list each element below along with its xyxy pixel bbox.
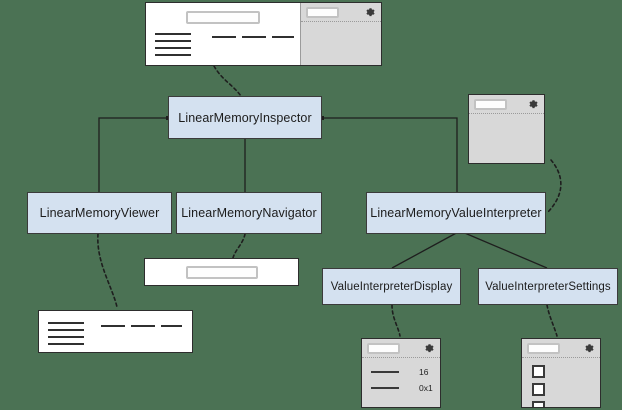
node-label: ValueInterpreterSettings	[485, 280, 611, 293]
settings-toolbar	[522, 339, 600, 358]
node-label: LinearMemoryInspector	[178, 110, 312, 125]
node-label: ValueInterpreterDisplay	[330, 280, 453, 293]
screenshot-value-interpreter-display[interactable]: 16 0x1	[361, 338, 441, 408]
interpreter-input[interactable]	[306, 6, 339, 18]
leader-settings-screenshot	[546, 304, 558, 337]
node-value-interpreter-settings[interactable]: ValueInterpreterSettings	[478, 268, 618, 305]
display-input[interactable]	[367, 342, 400, 354]
edge-interpreter-settings	[459, 230, 548, 269]
display-toolbar	[362, 339, 440, 358]
address-input[interactable]	[186, 10, 260, 24]
leader-navigator-screenshot	[232, 233, 246, 259]
leader-display-screenshot	[391, 304, 401, 337]
value-type-dash	[371, 387, 399, 389]
value-text: 0x1	[419, 383, 433, 393]
interpreter-toolbar	[469, 95, 544, 114]
leader-viewer-screenshot	[97, 233, 118, 308]
edge-inspector-interpreter	[322, 117, 458, 192]
value-row: 0x1	[371, 383, 433, 393]
memory-address-column	[48, 322, 84, 350]
leader-inspector-screenshot	[213, 65, 242, 97]
settings-checkbox[interactable]	[532, 365, 545, 378]
node-linear-memory-value-interpreter[interactable]: LinearMemoryValueInterpreter	[366, 192, 546, 234]
node-value-interpreter-display[interactable]: ValueInterpreterDisplay	[322, 268, 461, 305]
settings-input[interactable]	[527, 342, 560, 354]
node-label: LinearMemoryViewer	[39, 206, 160, 220]
node-linear-memory-navigator[interactable]: LinearMemoryNavigator	[176, 192, 322, 234]
address-input[interactable]	[185, 265, 258, 279]
screenshot-linear-memory-viewer[interactable]	[38, 310, 193, 353]
screenshot-linear-memory-inspector[interactable]	[145, 2, 382, 66]
gear-icon[interactable]	[424, 343, 435, 354]
node-label: LinearMemoryValueInterpreter	[370, 206, 542, 220]
edge-interpreter-display	[391, 230, 461, 269]
gear-icon[interactable]	[528, 99, 539, 110]
node-linear-memory-inspector[interactable]: LinearMemoryInspector	[168, 96, 322, 139]
settings-checkbox[interactable]	[532, 401, 545, 407]
gear-icon[interactable]	[365, 7, 376, 18]
leader-interpreter-screenshot	[547, 159, 562, 213]
navigator-toolbar	[146, 3, 300, 27]
screenshot-linear-memory-navigator[interactable]	[144, 258, 299, 286]
node-label: LinearMemoryNavigator	[181, 206, 317, 220]
inspector-memory-pane	[146, 3, 340, 65]
gear-icon[interactable]	[584, 343, 595, 354]
screenshot-value-interpreter-settings[interactable]	[521, 338, 601, 408]
navigator-toolbar	[145, 259, 298, 285]
interpreter-input[interactable]	[474, 98, 507, 110]
value-type-dash	[371, 371, 399, 373]
memory-address-column	[155, 33, 191, 61]
inspector-value-interpreter-pane	[300, 3, 381, 65]
screenshot-value-interpreter[interactable]	[468, 94, 545, 164]
interpreter-toolbar	[301, 3, 381, 22]
edge-inspector-viewer	[98, 117, 168, 192]
node-linear-memory-viewer[interactable]: LinearMemoryViewer	[27, 192, 172, 234]
value-row: 16	[371, 367, 428, 377]
value-text: 16	[419, 367, 429, 377]
settings-checkbox[interactable]	[532, 383, 545, 396]
